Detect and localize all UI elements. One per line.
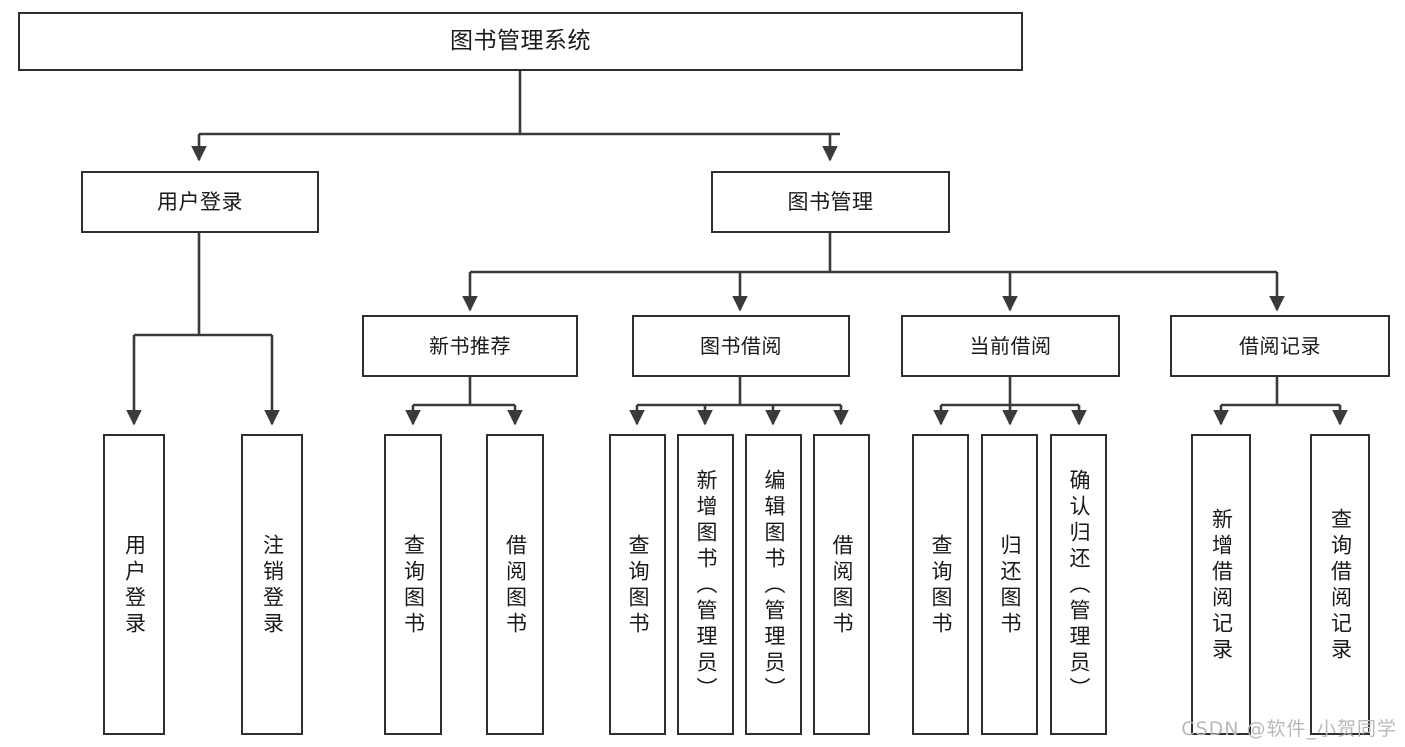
node-label: 确认归还（管理员） [1067,468,1091,703]
node-book-management-system[interactable]: 图书管理系统 [18,12,1023,71]
node-borrow-record[interactable]: 借阅记录 [1170,315,1390,377]
node-leaf-add-book[interactable]: 新增图书（管理员） [677,434,734,735]
node-label: 查询图书 [401,533,426,638]
node-label: 注销登录 [260,533,285,638]
node-book-manage[interactable]: 图书管理 [711,171,950,233]
node-label: 新增图书（管理员） [694,468,718,703]
node-label: 归还图书 [998,533,1022,638]
node-book-borrow[interactable]: 图书借阅 [632,315,850,377]
node-leaf-edit-book[interactable]: 编辑图书（管理员） [745,434,802,735]
node-label: 编辑图书（管理员） [762,468,786,703]
node-label: 当前借阅 [969,333,1052,358]
node-leaf-return-book[interactable]: 归还图书 [981,434,1038,735]
node-leaf-confirm-return[interactable]: 确认归还（管理员） [1050,434,1107,735]
node-leaf-query-borrow-record[interactable]: 查询借阅记录 [1310,434,1370,735]
node-label: 新书推荐 [429,333,511,358]
node-label: 图书借阅 [700,333,782,358]
csdn-watermark: CSDN @软件_小贺同学 [1181,718,1397,740]
node-label: 借阅图书 [503,533,528,638]
node-label: 图书管理系统 [450,28,591,55]
node-leaf-query-book-borrow[interactable]: 查询图书 [609,434,666,735]
node-label: 新增借阅记录 [1209,507,1234,664]
node-leaf-add-borrow-record[interactable]: 新增借阅记录 [1191,434,1251,735]
node-current-borrow[interactable]: 当前借阅 [901,315,1120,377]
node-leaf-query-book-current[interactable]: 查询图书 [912,434,969,735]
node-leaf-borrow-book-recommend[interactable]: 借阅图书 [486,434,544,735]
node-leaf-logout-login[interactable]: 注销登录 [241,434,303,735]
node-label: 查询借阅记录 [1328,507,1353,664]
node-label: 用户登录 [157,189,243,214]
node-leaf-user-login[interactable]: 用户登录 [103,434,165,735]
node-leaf-borrow-book[interactable]: 借阅图书 [813,434,870,735]
node-label: 图书管理 [787,189,874,214]
node-label: 借阅图书 [830,533,854,638]
node-leaf-query-book-recommend[interactable]: 查询图书 [384,434,442,735]
node-label: 查询图书 [929,533,953,638]
node-label: 用户登录 [122,533,147,638]
node-label: 查询图书 [626,533,650,638]
node-user-login[interactable]: 用户登录 [81,171,319,233]
node-new-book-recommend[interactable]: 新书推荐 [362,315,578,377]
node-label: 借阅记录 [1239,333,1321,358]
